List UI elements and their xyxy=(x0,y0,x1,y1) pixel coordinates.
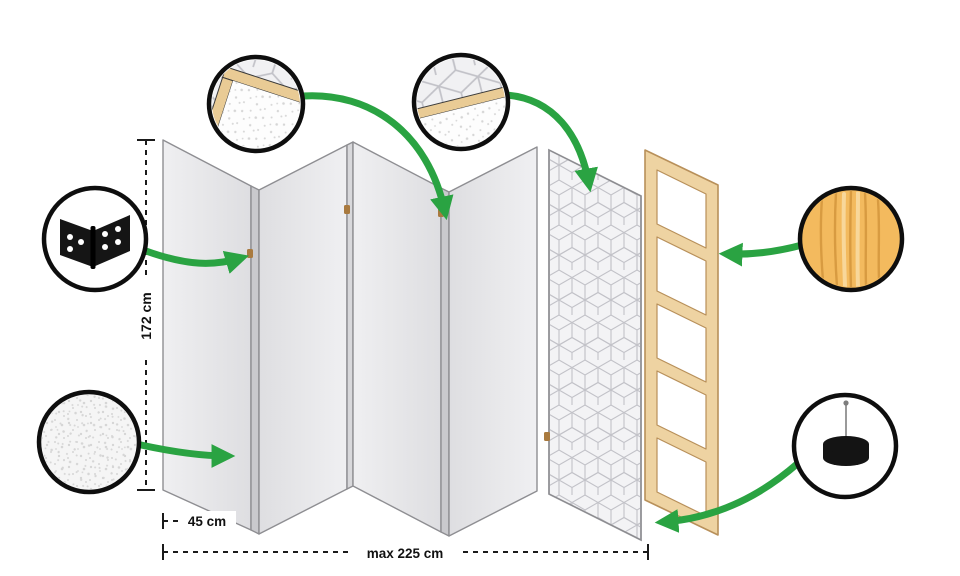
wood-texture-icon xyxy=(819,191,881,287)
callout-corner xyxy=(206,54,306,154)
screen-panel-2 xyxy=(258,144,348,535)
fold-edge-3 xyxy=(440,187,450,537)
hinge-pin-dot xyxy=(344,205,350,214)
arrow-wood xyxy=(718,241,806,267)
hinge-pin-dot xyxy=(247,249,253,258)
hinge-pin-dot xyxy=(544,432,550,441)
screen-panel-3 xyxy=(352,141,442,533)
frame-opening xyxy=(656,370,707,450)
screen-panel-4 xyxy=(448,146,538,537)
arrow-fleece xyxy=(137,441,236,468)
fold-edge-2 xyxy=(346,141,354,490)
arrow-corner xyxy=(299,92,454,221)
screen-panel-1 xyxy=(162,139,252,531)
arrow-hinge xyxy=(142,247,249,274)
dimension-labels: 172 cm 45 cm max 225 cm xyxy=(134,276,459,562)
callout-arrows xyxy=(137,91,806,533)
frame-opening xyxy=(656,169,707,249)
frame-opening xyxy=(656,236,707,316)
callout-foot xyxy=(791,392,899,500)
callout-fleece xyxy=(36,389,142,495)
folding-screen xyxy=(162,139,538,537)
height-dimension-label: 172 cm xyxy=(138,292,154,339)
arrow-edge xyxy=(503,91,598,193)
patterned-panel xyxy=(548,148,642,542)
felt-foot-icon xyxy=(823,400,869,466)
frame-opening xyxy=(656,303,707,383)
arrow-foot xyxy=(654,460,801,533)
callout-edge xyxy=(411,52,511,152)
wooden-frame xyxy=(644,149,719,536)
callout-hinge xyxy=(41,185,149,293)
max-width-dimension-label: max 225 cm xyxy=(367,546,444,561)
callout-wood xyxy=(797,185,905,293)
hinge-icon xyxy=(60,215,130,269)
panel-width-dimension-label: 45 cm xyxy=(188,514,226,529)
fold-edge-1 xyxy=(250,185,260,535)
